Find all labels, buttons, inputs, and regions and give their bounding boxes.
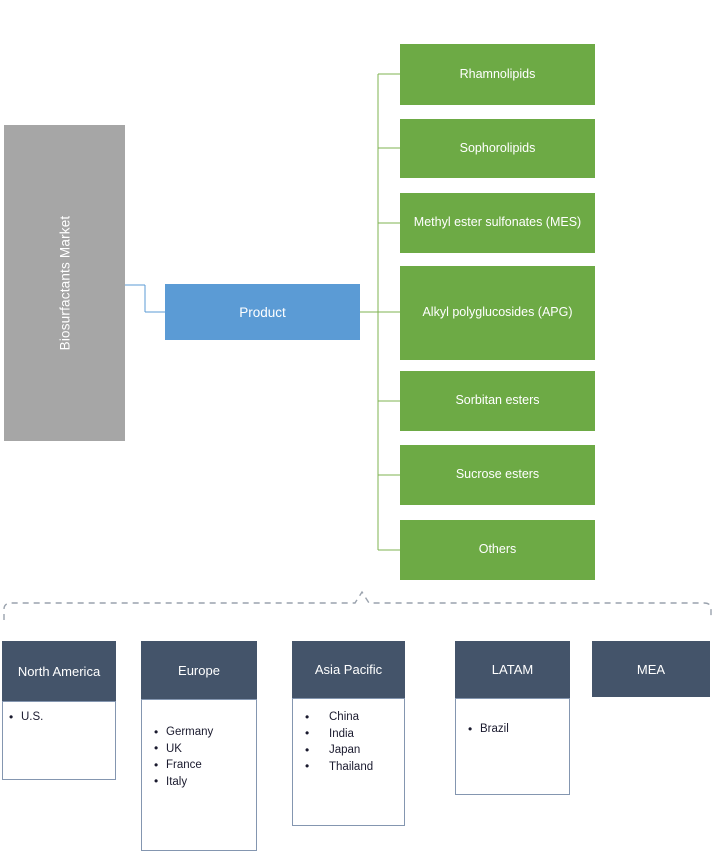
country-list-item: Thailand xyxy=(293,758,400,776)
country-list-item: China xyxy=(293,709,400,726)
region-body-europe: GermanyUKFranceItaly xyxy=(141,699,257,851)
segment-node-product[interactable]: Product xyxy=(165,284,360,340)
country-list-item: Germany xyxy=(152,724,252,741)
product-node-sucrose-esters[interactable]: Sucrose esters xyxy=(400,445,595,505)
product-node-label: Others xyxy=(478,542,517,557)
product-node-methyl-ester-sulfonates[interactable]: Methyl ester sulfonates (MES) xyxy=(400,193,595,253)
root-node-label: Biosurfactants Market xyxy=(57,215,72,351)
region-header-label: Europe xyxy=(141,641,257,699)
region-header-label: Asia Pacific xyxy=(292,641,405,698)
region-header-asia-pacific[interactable]: Asia Pacific xyxy=(292,641,405,698)
region-body-latam: Brazil xyxy=(455,698,570,795)
region-header-latam[interactable]: LATAM xyxy=(455,641,570,698)
product-node-sorbitan-esters[interactable]: Sorbitan esters xyxy=(400,371,595,431)
root-node-biosurfactants-market[interactable]: Biosurfactants Market xyxy=(4,125,125,441)
product-node-label: Rhamnolipids xyxy=(459,66,536,81)
product-node-label: Sophorolipids xyxy=(459,140,536,155)
region-header-north-america[interactable]: North America xyxy=(2,641,116,701)
product-node-rhamnolipids[interactable]: Rhamnolipids xyxy=(400,44,595,105)
product-node-label: Alkyl polyglucosides (APG) xyxy=(422,305,573,320)
region-body-north-america: U.S. xyxy=(2,701,116,780)
region-header-label: MEA xyxy=(592,641,710,697)
region-header-label: LATAM xyxy=(455,641,570,698)
country-list-item: Brazil xyxy=(466,721,565,738)
region-header-europe[interactable]: Europe xyxy=(141,641,257,699)
product-node-others[interactable]: Others xyxy=(400,520,595,580)
product-node-label: Sorbitan esters xyxy=(455,393,540,408)
product-node-sophorolipids[interactable]: Sophorolipids xyxy=(400,119,595,178)
product-node-label: Sucrose esters xyxy=(455,467,540,482)
region-body-asia-pacific: ChinaIndiaJapanThailand xyxy=(292,698,405,826)
country-list-item: Italy xyxy=(152,773,252,791)
segment-node-label: Product xyxy=(239,304,286,320)
product-node-alkyl-polyglucosides[interactable]: Alkyl polyglucosides (APG) xyxy=(400,266,595,360)
country-list-item: India xyxy=(293,725,400,743)
region-country-list: ChinaIndiaJapanThailand xyxy=(293,709,400,775)
region-header-label: North America xyxy=(2,641,116,701)
product-node-label: Methyl ester sulfonates (MES) xyxy=(413,215,582,230)
region-country-list: U.S. xyxy=(7,709,111,726)
country-list-item: Japan xyxy=(293,742,400,759)
country-list-item: France xyxy=(152,757,252,774)
region-country-list: GermanyUKFranceItaly xyxy=(152,724,252,790)
region-country-list: Brazil xyxy=(466,721,565,738)
country-list-item: U.S. xyxy=(7,709,111,726)
region-header-mea[interactable]: MEA xyxy=(592,641,710,697)
country-list-item: UK xyxy=(152,740,252,758)
